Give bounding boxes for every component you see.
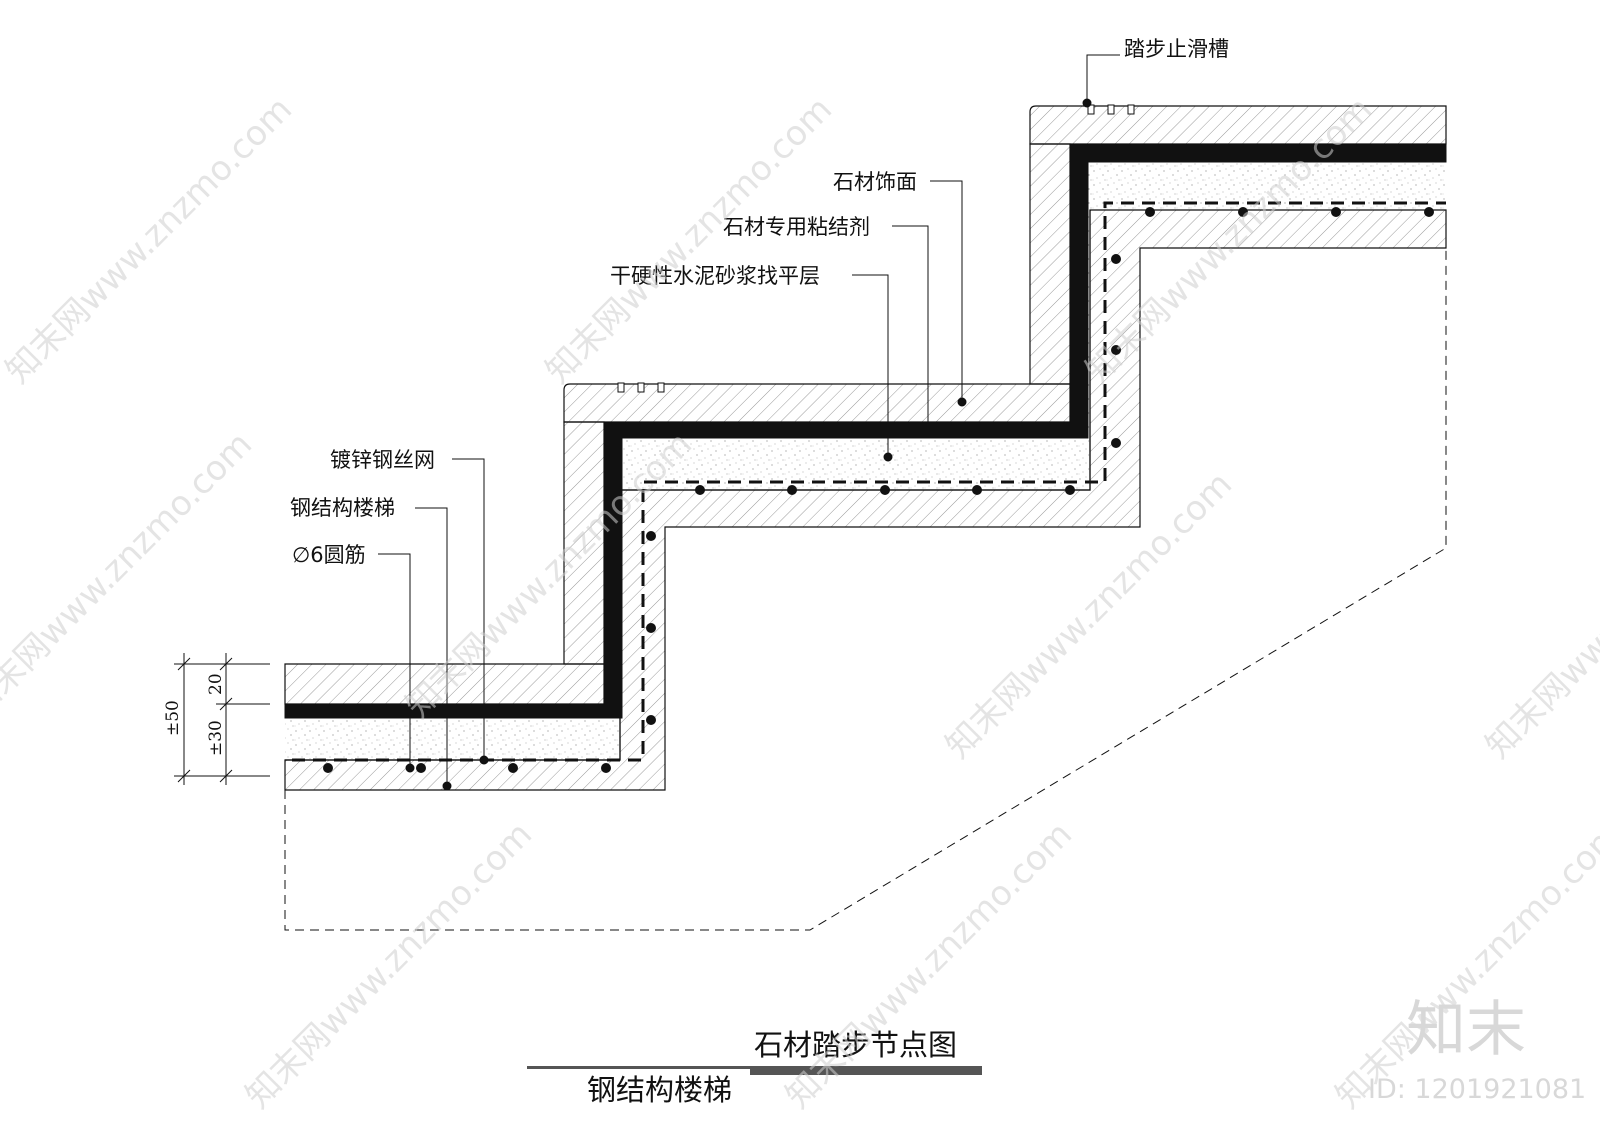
dim-top: 20 <box>206 673 226 695</box>
dim-bottom: ±30 <box>206 720 226 756</box>
drawing-subtitle: 钢结构楼梯 <box>587 1073 732 1107</box>
label-round-bar: ∅6圆筋 <box>292 543 366 567</box>
title-bar-thin <box>527 1066 755 1069</box>
drawing-title: 石材踏步节点图 <box>754 1028 957 1062</box>
dimension-lines <box>174 653 270 785</box>
watermark-text-8: 知末网www.znzmo.com <box>238 814 540 1116</box>
label-stone-adhesive: 石材专用粘结剂 <box>723 215 870 239</box>
watermark-id: ID: 1201921081 <box>1368 1074 1586 1105</box>
title-bar-thick <box>750 1066 982 1075</box>
leader-lines <box>378 54 1120 791</box>
anti-slip-grooves <box>617 104 1135 393</box>
dim-total: ±50 <box>163 700 183 736</box>
label-galvanized-mesh: 镀锌钢丝网 <box>330 448 435 472</box>
watermark-logo: 知末 <box>1406 995 1526 1065</box>
watermark-text-1: 知末网www.znzmo.com <box>0 89 300 391</box>
stone-finish <box>284 104 1447 705</box>
round-bars <box>323 207 1434 773</box>
label-dry-mortar-layer: 干硬性水泥砂浆找平层 <box>610 264 820 288</box>
title-block: 石材踏步节点图 钢结构楼梯 <box>527 1028 982 1107</box>
mortar-leveling-layer <box>285 162 1446 760</box>
watermark-text-7: 知末网www.znzmo.com <box>1478 464 1600 766</box>
label-steel-stair: 钢结构楼梯 <box>290 496 395 520</box>
label-anti-slip-groove: 踏步止滑槽 <box>1124 37 1229 61</box>
steel-stair-structure <box>284 209 1447 931</box>
label-stone-finish: 石材饰面 <box>833 170 917 194</box>
watermark-text-2: 知末网www.znzmo.com <box>538 89 840 391</box>
watermark-text-10: 知末网www.znzmo.com <box>1328 814 1600 1116</box>
